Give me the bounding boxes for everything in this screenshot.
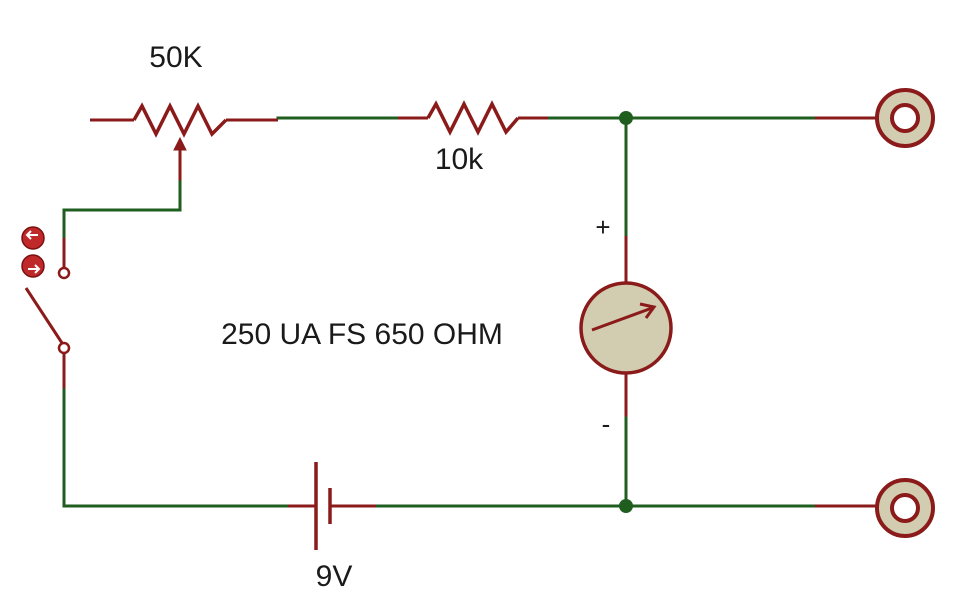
resistor-10k (398, 100, 548, 136)
meter-spec-label: 250 UA FS 650 OHM (221, 318, 503, 351)
terminal-top[interactable] (815, 88, 935, 148)
switch-open-button[interactable] (21, 254, 45, 278)
meter-minus-label: - (602, 409, 611, 439)
meter-plus-label: + (595, 212, 610, 242)
resistor-label: 10k (435, 143, 484, 176)
junction-top (619, 111, 633, 125)
pot-label: 50K (149, 41, 202, 74)
potentiometer-wiper (62, 136, 187, 240)
battery-label: 9V (316, 560, 353, 593)
junction-bottom (619, 499, 633, 513)
switch[interactable] (24, 238, 71, 508)
switch-close-button[interactable] (21, 226, 45, 250)
potentiometer (90, 102, 278, 138)
ammeter (579, 281, 673, 375)
battery (288, 462, 376, 550)
terminal-bottom[interactable] (815, 478, 935, 538)
